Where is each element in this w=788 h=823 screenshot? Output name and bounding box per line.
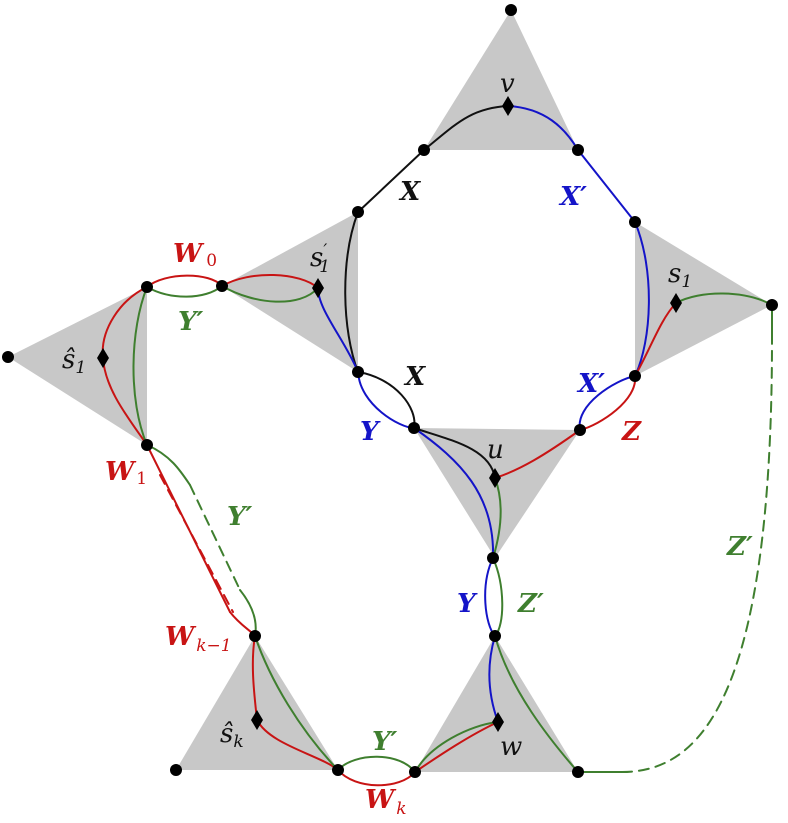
vertex [216,280,228,292]
triangle-bottom-right [415,636,578,772]
label-zp-mid: Z′ [517,589,544,619]
label-s1-hat: ŝ1 [62,345,86,378]
label-v: v [500,69,515,99]
edge-z-red-center [494,429,581,479]
edge-w1-red-left2 [102,357,148,446]
edge-z-red-s1 [634,302,677,377]
vertex [629,216,641,228]
vertices [2,4,778,778]
vertex [332,764,344,776]
vertex [505,4,517,16]
triangle-upper-left [222,212,358,372]
vertex [352,206,364,218]
triangle-top [424,10,578,150]
vertex [408,422,420,434]
edge-z-red-loop [579,375,637,431]
label-w: w [500,732,522,762]
edge-wk-red-right [414,721,499,773]
vertex [574,424,586,436]
vertex [572,766,584,778]
diamond-s1-hat [97,348,109,368]
vertex [249,630,261,642]
label-s1-prime: s′1 [310,241,330,277]
diamond-w [492,712,504,732]
edge-w0-red-s1p [221,273,319,289]
edge-yp-green-bottom [337,755,416,773]
edge-zp-green-center [492,477,502,559]
triangles [8,10,772,772]
edge-x-black-top [423,105,509,151]
label-xp-top: X′ [558,182,587,212]
edge-zp-green-s1 [675,292,773,306]
edge-xp-blue-loop [578,375,636,431]
edge-x-black-center [413,427,496,479]
edges [101,105,773,787]
vertex [487,552,499,564]
edge-x-black-diag [357,149,425,213]
edge-x-black-side [344,211,359,373]
diamond-s1 [670,293,682,313]
edge-zp-green-loop [492,557,504,637]
edge-y-blue-bottom [488,635,499,723]
triangle-bottom-left [176,636,338,770]
label-u: u [487,435,504,465]
label-yp-top: Y′ [178,307,204,337]
label-yp-mid: Y′ [227,502,253,532]
edge-zp-green-dashed [621,339,773,773]
label-s1: s1 [668,259,692,292]
edge-yp-green-w [414,721,499,773]
edge-yp-green-solid [146,444,191,486]
vertex [409,766,421,778]
label-z-right: Z [621,417,642,447]
edge-w0-red [146,274,223,288]
edge-wk-red-left [256,719,339,771]
edge-xp-blue-diag [577,149,636,223]
edge-w-red-dash-mid [159,474,234,613]
vertex [489,630,501,642]
diamond-u [489,468,501,488]
label-x-top: X [398,177,422,207]
vertex [629,370,641,382]
edge-yp-green-down [254,635,339,771]
edge-xp-blue-side [634,221,650,377]
diamond-sk-hat [251,710,263,730]
vertex [418,144,430,156]
edge-x-black-loop [357,371,416,429]
edge-zp-green-down [494,635,579,773]
edge-xp-blue-top [507,105,579,151]
edge-y-blue-center [413,427,495,559]
edge-y-blue-low-loop [484,557,496,637]
vertex [352,366,364,378]
diamonds [97,96,682,732]
triangle-left [8,287,147,445]
triangle-center [414,428,580,558]
edge-yp-green-s1p [221,285,319,303]
vertex [2,351,14,363]
label-y-left: Y [360,417,381,447]
label-y-low: Y [457,589,478,619]
edge-yp-green-left [132,286,148,446]
vertex [766,299,778,311]
label-zp-right: Z′ [726,532,753,562]
label-x-mid: X [403,362,427,392]
edge-yp-green-dashed [189,484,241,591]
vertex [141,281,153,293]
diamond-v [502,96,514,116]
edge-wk-red [337,769,416,787]
label-sk-hat: ŝk [220,719,244,752]
labels: v u w s1 s′1 ŝ1 ŝk X X X′ X′ Y Y Z Z′ Z′… [62,69,753,819]
vertex [572,144,584,156]
vertex [141,439,153,451]
triangle-upper-right [635,222,772,376]
vertex [170,764,182,776]
edge-yp-green-top [146,285,223,298]
label-yp-bottom: Y′ [372,727,398,757]
label-xp-mid: X′ [576,369,605,399]
diamond-s1-prime [312,278,324,298]
